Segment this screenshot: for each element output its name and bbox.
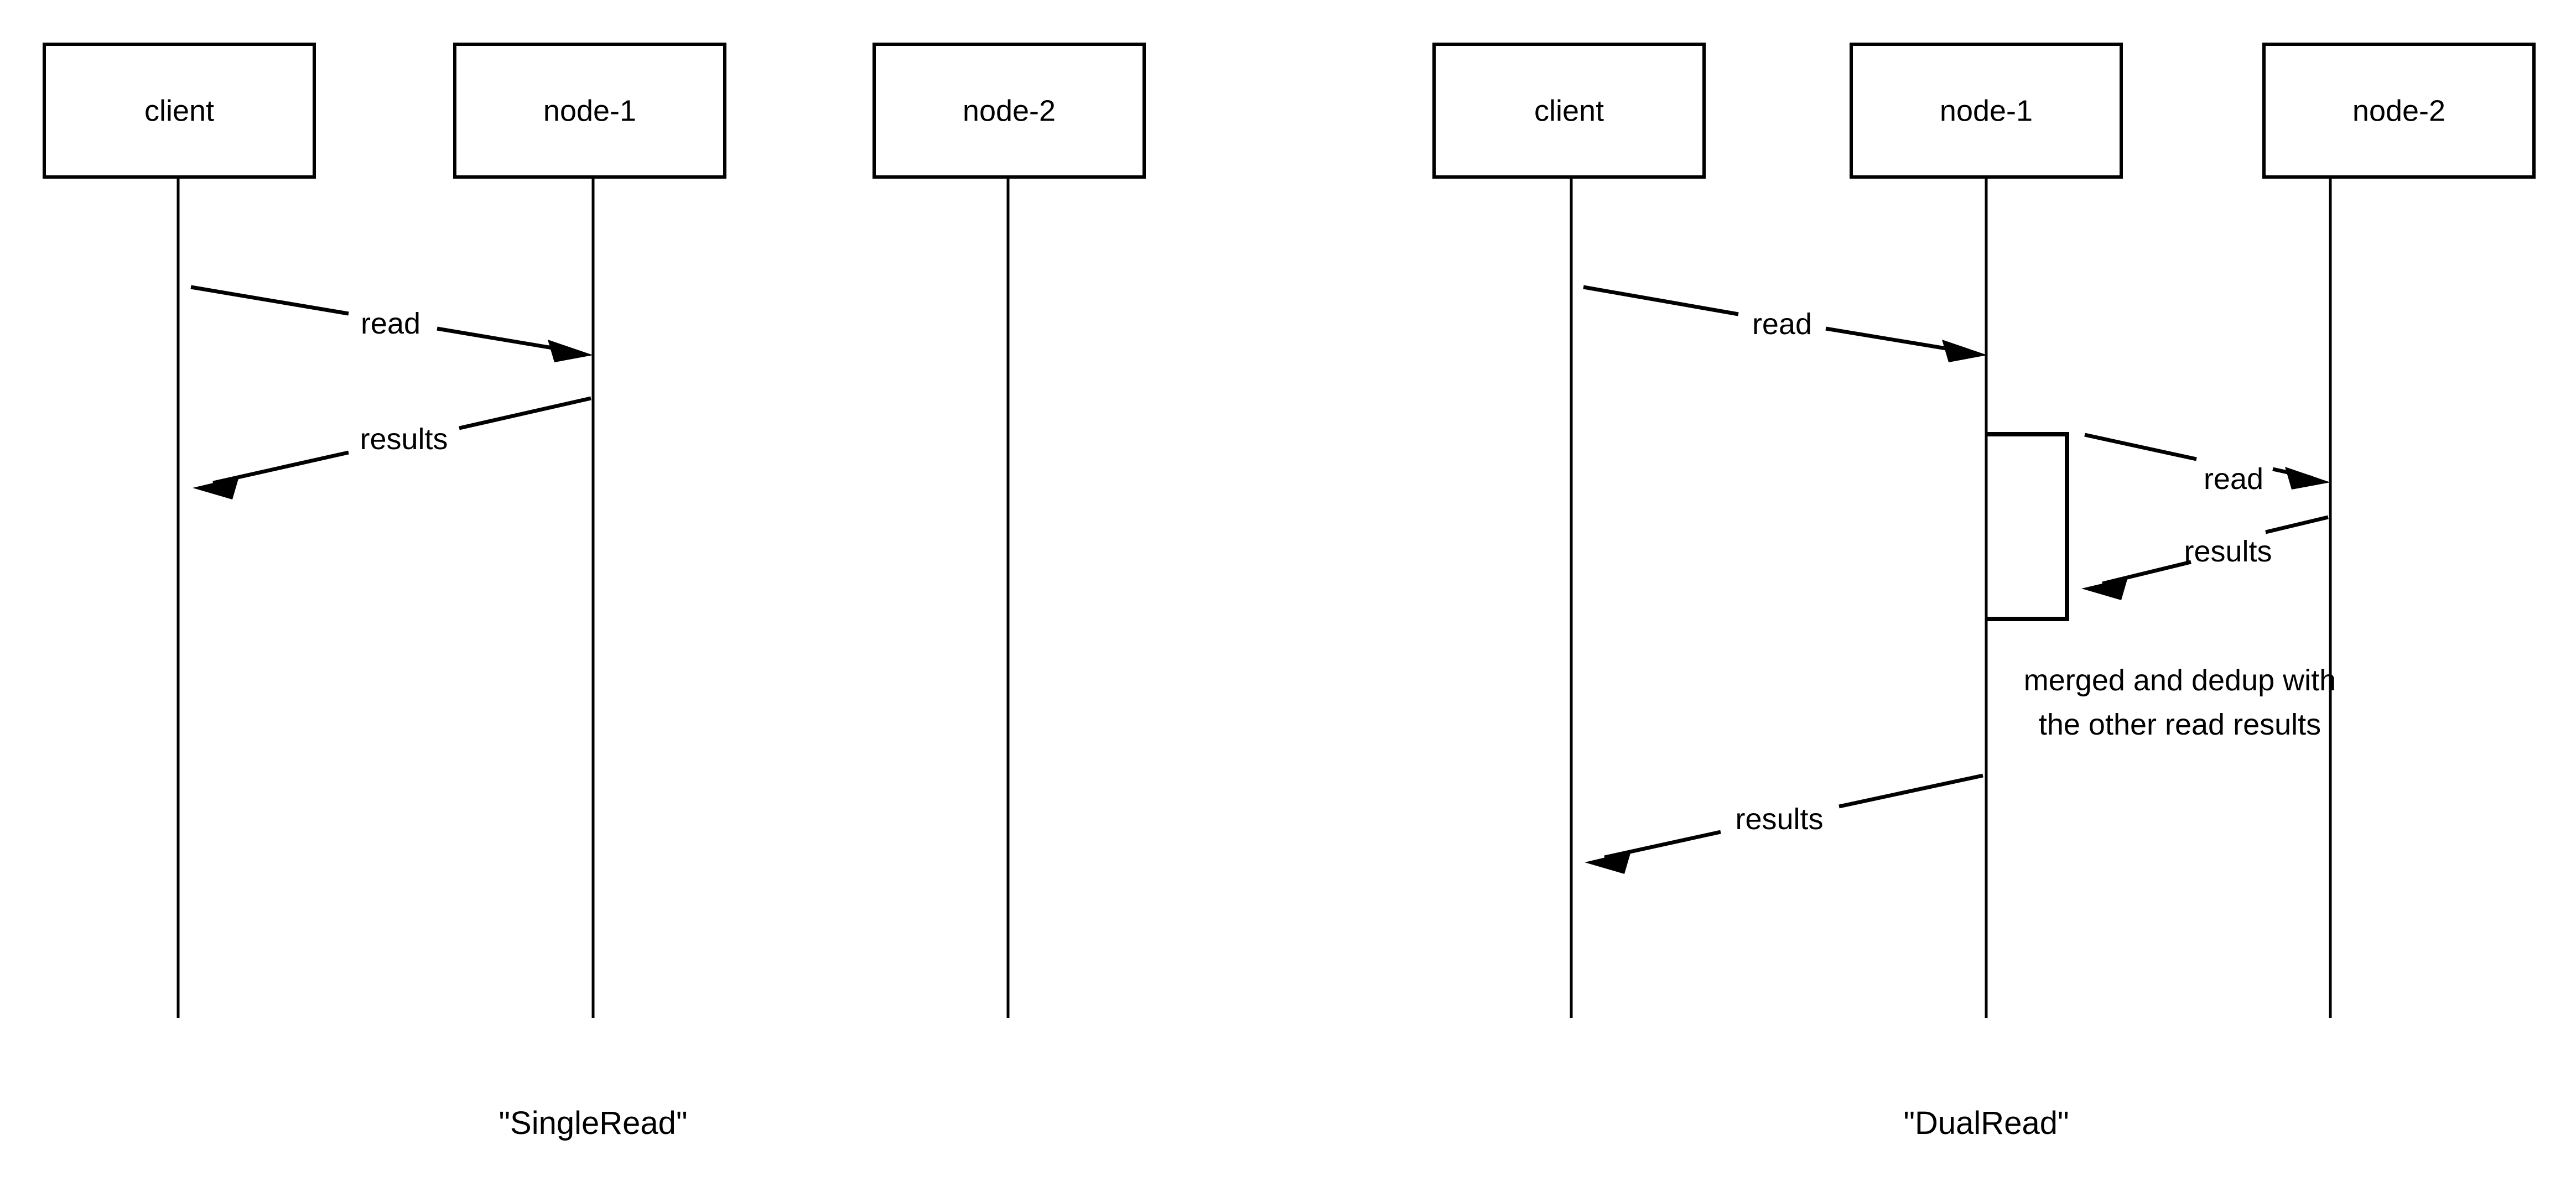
message-read-client-to-node-1[interactable]: read (1583, 285, 1987, 362)
arrowhead-right-icon (1942, 340, 1987, 362)
participant-box-node-2[interactable]: node-2 (872, 43, 1146, 179)
participant-label-client: client (144, 94, 214, 127)
note-line-1: merged and dedup with (2024, 664, 2336, 697)
message-label-read: read (1752, 308, 1812, 341)
note-line-2: the other read results (2039, 708, 2321, 741)
message-label-read: read (361, 307, 420, 340)
participant-box-rect (2262, 43, 2536, 179)
participant-box-client[interactable]: client (1432, 43, 1706, 179)
diagram-caption-dual-read: "DualRead" (1903, 1105, 2069, 1141)
participant-label-client: client (1534, 94, 1604, 127)
arrowhead-left-icon (1585, 851, 1631, 874)
message-label-results: results (2184, 535, 2272, 568)
message-label-read: read (2204, 462, 2263, 496)
message-line-segment-left (190, 285, 349, 316)
message-label-results: results (1735, 803, 1823, 836)
message-read-node-1-to-node-2[interactable]: read (2084, 433, 2330, 496)
arrowhead-left-icon (2081, 577, 2128, 600)
message-line-segment-right (459, 396, 591, 430)
participant-box-node-1[interactable]: node-1 (1850, 43, 2123, 179)
message-line-segment-left (1583, 285, 1739, 316)
participant-box-client[interactable]: client (43, 43, 316, 179)
activation-bracket-node-1 (1986, 432, 2069, 621)
message-results-node-1-to-client[interactable]: results (193, 396, 591, 499)
participant-box-node-2[interactable]: node-2 (2262, 43, 2536, 179)
participant-box-rect (43, 43, 316, 179)
diagram-dual-read: client node-1 node-2 read (1432, 43, 2536, 1141)
message-label-results: results (360, 423, 448, 456)
arrowhead-right-icon (2285, 467, 2330, 490)
participant-label-node-2: node-2 (963, 94, 1056, 127)
arrowhead-left-icon (193, 477, 239, 499)
participant-box-rect (1432, 43, 1706, 179)
participant-label-node-1: node-1 (543, 94, 636, 127)
message-read-client-to-node-1[interactable]: read (190, 285, 593, 362)
participant-box-rect (1850, 43, 2123, 179)
message-line-segment-left (2102, 560, 2191, 586)
message-results-node-1-to-client[interactable]: results (1585, 773, 1983, 874)
message-results-node-2-to-node-1[interactable]: results (2081, 515, 2329, 600)
note-merged-dedup: merged and dedup with the other read res… (2024, 664, 2336, 741)
participant-label-node-1: node-1 (1940, 94, 2033, 127)
message-line-segment-right (2265, 515, 2329, 534)
arrowhead-right-icon (548, 340, 593, 362)
participant-label-node-2: node-2 (2352, 94, 2445, 127)
diagram-single-read: client node-1 node-2 read (43, 43, 1146, 1141)
diagram-caption-single-read: "SingleRead" (498, 1105, 687, 1141)
participant-box-rect (453, 43, 726, 179)
participant-box-rect (872, 43, 1146, 179)
message-line-segment-right (1838, 773, 1983, 809)
participant-box-node-1[interactable]: node-1 (453, 43, 726, 179)
message-line-segment-left (2084, 433, 2197, 461)
